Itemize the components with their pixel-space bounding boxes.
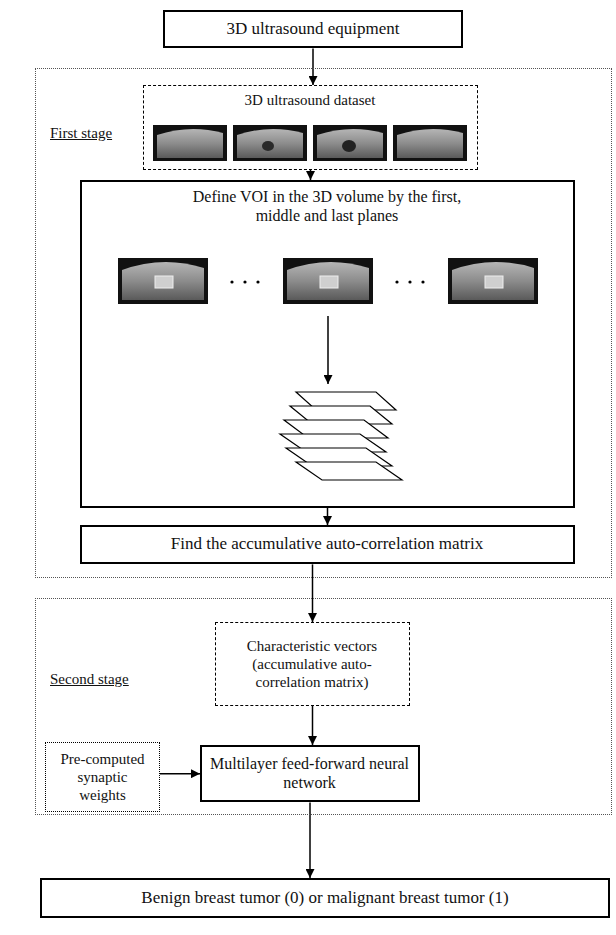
flow-arrow [312, 706, 314, 745]
tumor-spot [342, 140, 356, 152]
image-frame [313, 125, 387, 161]
process-box: 3D ultrasound equipment [163, 10, 463, 48]
stage-label: First stage [50, 125, 112, 142]
image-tissue [122, 262, 204, 300]
image-frame [448, 258, 538, 304]
data-box: Characteristic vectors (accumulative aut… [215, 622, 410, 706]
dot [395, 280, 398, 283]
image-frame [118, 258, 208, 304]
plane [296, 462, 402, 480]
stage-region: First stage 3D ultrasound datasetDefine V… [35, 68, 612, 578]
box-text: Define VOI in the 3D volume by the first… [177, 187, 477, 225]
image-frame [393, 125, 467, 161]
dot [256, 280, 259, 283]
weights-box: Pre-computed synaptic weights [45, 742, 160, 812]
tumor-spot [262, 141, 274, 151]
image-frame [233, 125, 307, 161]
voi-rectangle [155, 276, 173, 288]
ultrasound-image [313, 125, 387, 161]
box-text: Characteristic vectors (accumulative aut… [223, 637, 401, 691]
image-tissue [397, 129, 463, 158]
image-tissue [237, 129, 303, 158]
ultrasound-image [153, 125, 227, 161]
flow-arrow [309, 802, 311, 878]
flow-arrow [310, 170, 312, 180]
network-box: Multilayer feed-forward neural network [200, 745, 420, 802]
inner-arrow [327, 316, 329, 384]
flow-arrow [327, 508, 329, 525]
flow-arrow [160, 773, 200, 775]
image-frame [283, 258, 373, 304]
process-box: Find the accumulative auto-correlation m… [80, 525, 575, 564]
dot [230, 280, 233, 283]
ultrasound-image [118, 258, 208, 304]
stage-region: Second stage Characteristic vectors (accu… [35, 598, 612, 815]
flow-arrow [312, 564, 314, 622]
box-text: Find the accumulative auto-correlation m… [89, 534, 565, 554]
flow-arrow [312, 48, 314, 85]
box-text: Pre-computed synaptic weights [53, 750, 152, 804]
box-text: 3D ultrasound equipment [172, 19, 454, 39]
stage-label: Second stage [50, 671, 129, 688]
data-box: 3D ultrasound dataset [143, 85, 478, 170]
box-text: 3D ultrasound dataset [151, 91, 469, 109]
dot [408, 280, 411, 283]
image-tissue [157, 129, 223, 158]
image-tissue [317, 129, 383, 158]
ultrasound-image [283, 258, 373, 304]
ultrasound-image [448, 258, 538, 304]
voi-rectangle [320, 276, 338, 288]
image-tissue [287, 262, 369, 300]
ultrasound-image [393, 125, 467, 161]
plane-stack [280, 392, 402, 480]
ellipsis-dots [230, 280, 424, 283]
ultrasound-image [233, 125, 307, 161]
process-box: Define VOI in the 3D volume by the first… [80, 180, 575, 508]
dot [243, 280, 246, 283]
box-text: Benign breast tumor (0) or malignant bre… [49, 888, 601, 908]
dot [421, 280, 424, 283]
output-box: Benign breast tumor (0) or malignant bre… [40, 878, 610, 918]
image-frame [153, 125, 227, 161]
voi-rectangle [485, 276, 503, 288]
box-text: Multilayer feed-forward neural network [209, 754, 410, 792]
image-tissue [452, 262, 534, 300]
